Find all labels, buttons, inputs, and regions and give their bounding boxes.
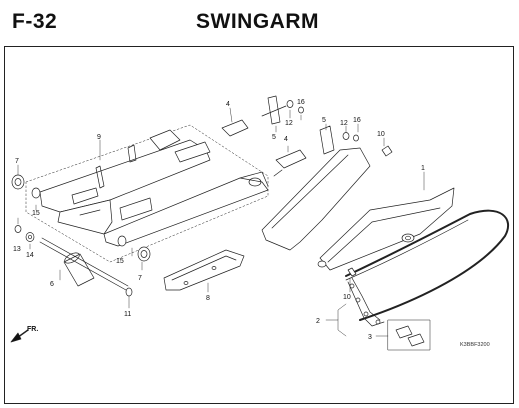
chain-slider: [163, 249, 245, 291]
chain-adjusters: [221, 119, 307, 177]
callout-13: 13: [13, 246, 21, 253]
swingarm-body: [39, 129, 269, 247]
drive-chain: [345, 209, 510, 327]
adjuster-plates: [267, 95, 335, 155]
callout-7: 7: [138, 275, 142, 282]
callout-16: 16: [353, 117, 361, 124]
front-direction-arrow: [10, 329, 29, 343]
callout-4: 4: [226, 101, 230, 108]
page-title: SWINGARM: [196, 10, 319, 33]
callout-2: 2: [316, 318, 320, 325]
callout-labels: 7 15 13 14 9 15 7 6 11 8 4 5 4 12 16 5 1…: [13, 99, 425, 341]
callout-12: 12: [285, 120, 293, 127]
callout-4: 4: [284, 136, 288, 143]
callout-6: 6: [50, 281, 54, 288]
callout-11: 11: [124, 311, 131, 318]
callout-10: 10: [377, 131, 385, 138]
callout-3: 3: [368, 334, 372, 341]
callout-5: 5: [322, 117, 326, 124]
callout-5: 5: [272, 134, 276, 141]
case-bolts: [347, 145, 393, 277]
callout-1: 1: [421, 165, 425, 172]
callout-15: 15: [116, 258, 124, 265]
pivot-bolt: [39, 237, 133, 297]
callout-14: 14: [26, 252, 34, 259]
leader-lines: [17, 107, 425, 337]
diagram-frame: [4, 46, 514, 404]
adjuster-nuts: [261, 100, 359, 142]
chain-case: [261, 147, 455, 271]
callout-9: 9: [97, 134, 101, 141]
callout-7: 7: [15, 158, 19, 165]
pivot-collar: [63, 252, 95, 287]
figure-code: F-32: [12, 10, 58, 33]
callout-15: 15: [32, 210, 40, 217]
diagram-reference-code: K3BBF3200: [460, 342, 490, 348]
pivot-bushings: [11, 174, 151, 262]
front-direction-label: FR.: [27, 326, 38, 333]
callout-10: 10: [343, 294, 351, 301]
callout-8: 8: [206, 295, 210, 302]
grease-fitting-parts: [14, 225, 35, 242]
callout-12: 12: [340, 120, 348, 127]
chain-joint-set: [387, 319, 431, 351]
callout-16: 16: [297, 99, 305, 106]
